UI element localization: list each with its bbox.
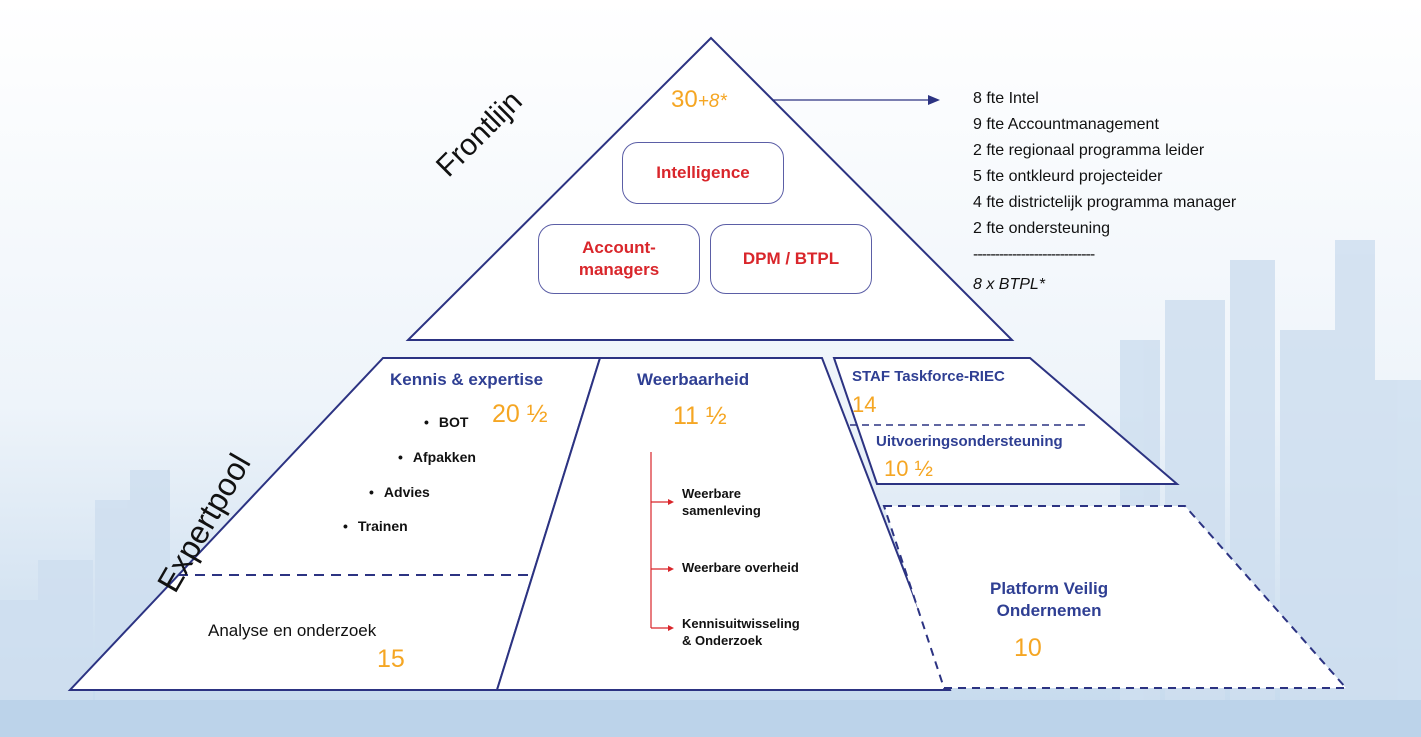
staf-count: 14	[852, 392, 877, 417]
kennis-item-afpakken: Afpakken	[398, 449, 476, 465]
weerbaarheid-item-kennisuitwisseling: Kennisuitwisseling & Onderzoek	[682, 616, 800, 650]
frontlijn-count-extra: +8*	[697, 91, 727, 112]
uitvoering-count: 10 ½	[884, 456, 933, 481]
weerbaarheid-item-line: Weerbare overheid	[682, 560, 799, 575]
breakdown-line: 5 fte ontkleurd projecteider	[973, 168, 1163, 185]
frontlijn-breakdown-list: 8 fte Intel 9 fte Accountmanagement 2 ft…	[973, 86, 1236, 298]
kennis-item-trainen: Trainen	[343, 518, 408, 534]
frontlijn-count-value: 30	[671, 86, 698, 113]
platform-trapezoid	[882, 505, 1349, 689]
intelligence-label: Intelligence	[656, 162, 750, 182]
weerbaarheid-item-overheid: Weerbare overheid	[682, 560, 799, 577]
kennis-item-bot: BOT	[424, 414, 469, 430]
weerbaarheid-title: Weerbaarheid	[637, 370, 750, 389]
intelligence-box: Intelligence	[622, 142, 784, 204]
kennis-item-advies: Advies	[369, 484, 430, 500]
accountmanagers-label-line1: Account-	[582, 237, 656, 257]
breakdown-line: 9 fte Accountmanagement	[973, 116, 1159, 133]
dpm-btpl-box: DPM / BTPL	[710, 224, 872, 294]
breakdown-line: 2 fte ondersteuning	[973, 220, 1110, 237]
accountmanagers-label-line2: managers	[578, 260, 660, 279]
kennis-title: Kennis & expertise	[390, 370, 544, 389]
breakdown-line: 8 fte Intel	[973, 90, 1039, 107]
frontlijn-count: 30+8*	[671, 86, 727, 114]
weerbaarheid-trapezoid	[495, 357, 952, 691]
platform-title-line1: Platform Veilig	[990, 579, 1109, 598]
weerbaarheid-bracket-arrowheads	[668, 499, 674, 631]
dpm-btpl-label: DPM / BTPL	[742, 248, 840, 268]
analyse-count: 15	[377, 645, 405, 673]
kennis-count: 20 ½	[492, 400, 548, 428]
staf-trapezoid	[832, 357, 1180, 485]
ground-band	[0, 700, 1421, 737]
weerbaarheid-item-line: Weerbare	[682, 486, 742, 501]
breakdown-arrow-head	[928, 95, 940, 105]
breakdown-line: 4 fte districtelijk programma manager	[973, 194, 1237, 211]
uitvoering-title: Uitvoeringsondersteuning	[876, 433, 1063, 450]
weerbaarheid-count: 11 ½	[673, 402, 727, 430]
breakdown-line: 2 fte regionaal programma leider	[973, 142, 1205, 159]
accountmanagers-box: Account- managers	[538, 224, 700, 294]
weerbaarheid-item-samenleving: Weerbare samenleving	[682, 486, 761, 520]
weerbaarheid-item-line: samenleving	[682, 502, 761, 518]
weerbaarheid-item-line: & Onderzoek	[682, 632, 763, 648]
analyse-title: Analyse en onderzoek	[208, 621, 377, 640]
platform-count: 10	[1014, 634, 1042, 662]
platform-title-line2: Ondernemen	[996, 601, 1102, 621]
platform-title: Platform Veilig Ondernemen	[990, 578, 1108, 622]
breakdown-footnote: 8 x BTPL*	[973, 276, 1046, 293]
weerbaarheid-item-line: Kennisuitwisseling	[682, 616, 800, 631]
staf-title: STAF Taskforce-RIEC	[852, 368, 1005, 385]
breakdown-separator: ----------------------------	[973, 246, 1095, 263]
